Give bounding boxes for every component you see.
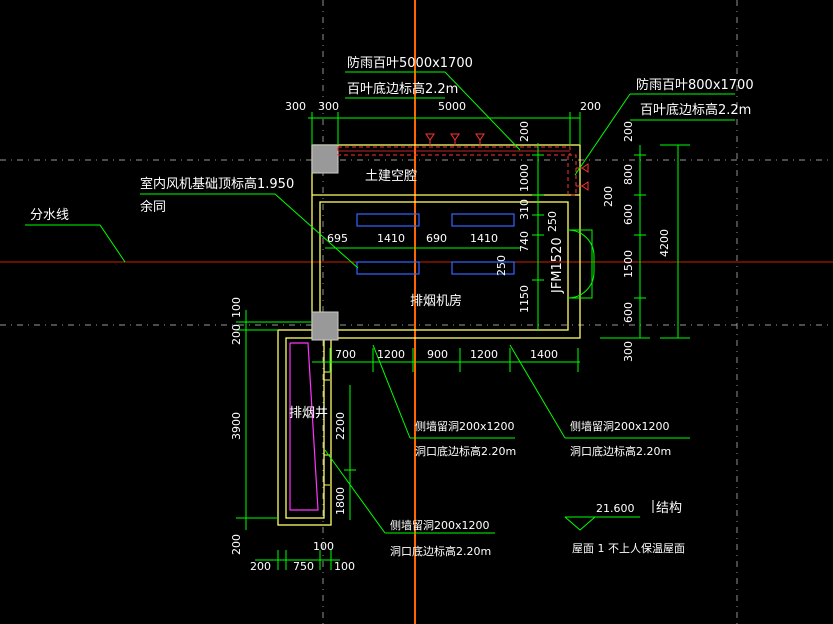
- dim-v-250b: 250: [495, 255, 508, 276]
- dim-bb-100b: 100: [334, 560, 355, 573]
- civil-plenum-label: 土建空腔: [365, 169, 417, 184]
- dim-v-1000: 1000: [518, 164, 531, 192]
- dim-h-1410a: 1410: [377, 232, 405, 245]
- dim-top-300b: 300: [318, 100, 339, 113]
- dim-r-800: 800: [622, 164, 635, 185]
- dim-r-300: 300: [622, 341, 635, 362]
- hole-b-title: 侧墙留洞200x1200: [570, 419, 670, 433]
- dim-top-5000: 5000: [438, 100, 466, 113]
- dim-v-250a: 250: [546, 211, 559, 232]
- smoke-shaft-label: 排烟井: [289, 406, 328, 421]
- dim-b-1200b: 1200: [470, 348, 498, 361]
- leader-lines: [25, 71, 735, 534]
- elevation-value: 21.600: [596, 502, 635, 515]
- column-top-left: [311, 144, 339, 174]
- dim-bb-750: 750: [293, 560, 314, 573]
- hole-a-title: 侧墙留洞200x1200: [415, 419, 515, 433]
- smoke-room-label: 排烟机房: [410, 293, 462, 309]
- door-tag: JFM1520: [550, 237, 565, 294]
- door-jfm1520: [567, 229, 595, 299]
- dim-b-1400: 1400: [530, 348, 558, 361]
- dim-l-100: 100: [230, 297, 243, 318]
- shaft-wall-openings: [324, 371, 330, 486]
- dim-v-200-top: 200: [518, 121, 531, 142]
- dimension-lines: [236, 112, 690, 570]
- dim-b-700: 700: [335, 348, 356, 361]
- hole-c-title: 侧墙留洞200x1200: [390, 518, 490, 532]
- dim-l-3900: 3900: [230, 412, 243, 440]
- column-bottom-left: [311, 311, 339, 341]
- fan-bases: [356, 213, 515, 275]
- dim-v-740: 740: [518, 231, 531, 252]
- louver-right-sill: 百叶底边标高2.2m: [640, 102, 751, 118]
- dim-bb-200: 200: [250, 560, 271, 573]
- dim-l-200b: 200: [230, 534, 243, 555]
- elevation-type: 结构: [656, 501, 682, 516]
- dim-r-600a: 600: [622, 204, 635, 225]
- louver-right-title: 防雨百叶800x1700: [636, 77, 754, 93]
- hole-c-sill: 洞口底边标高2.20m: [390, 544, 491, 558]
- hole-b-sill: 洞口底边标高2.20m: [570, 444, 671, 458]
- dim-r-200b: 200: [602, 186, 615, 207]
- fan-base-label-1: 室内风机基础顶标高1.950: [140, 176, 294, 192]
- louver-right: [567, 154, 589, 196]
- dim-b-900: 900: [427, 348, 448, 361]
- louver-top-title: 防雨百叶5000x1700: [347, 55, 473, 71]
- dim-bb-100: 100: [313, 540, 334, 553]
- dim-l-200: 200: [230, 324, 243, 345]
- dim-r-200: 200: [622, 121, 635, 142]
- dim-top-300a: 300: [285, 100, 306, 113]
- dim-r-1500: 1500: [622, 250, 635, 278]
- louver-top-sill: 百叶底边标高2.2m: [347, 81, 458, 97]
- dim-l-1800: 1800: [334, 487, 347, 515]
- dim-v-310: 310: [518, 199, 531, 220]
- dim-h-695: 695: [327, 232, 348, 245]
- dim-v-1150: 1150: [518, 285, 531, 313]
- dim-r-600b: 600: [622, 302, 635, 323]
- building-walls: [277, 144, 581, 526]
- hole-a-sill: 洞口底边标高2.20m: [415, 444, 516, 458]
- dim-h-1410b: 1410: [470, 232, 498, 245]
- dim-b-1200a: 1200: [377, 348, 405, 361]
- smoke-shaft-outline: [289, 342, 319, 511]
- louver-top: [337, 133, 571, 156]
- roof-note: 屋面 1 不上人保温屋面: [572, 541, 685, 555]
- water-line-label: 分水线: [30, 208, 69, 223]
- dim-r-4200: 4200: [658, 229, 671, 257]
- dim-top-200: 200: [580, 100, 601, 113]
- fan-base-label-2: 余同: [140, 199, 166, 215]
- elevation-marker: [564, 500, 654, 531]
- dim-h-690: 690: [426, 232, 447, 245]
- dim-l-2200: 2200: [334, 412, 347, 440]
